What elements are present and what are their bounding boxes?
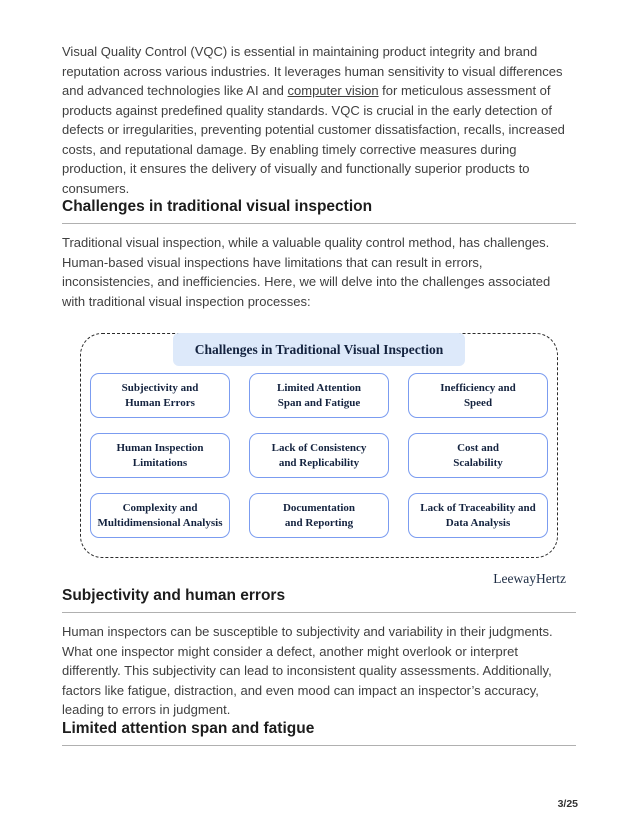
heading-subjectivity: Subjectivity and human errors	[62, 587, 576, 613]
diagram-box: Subjectivity and Human Errors	[90, 373, 230, 418]
diagram-box-label: Complexity and	[122, 502, 198, 514]
diagram-box-label: and Replicability	[278, 456, 360, 469]
page-indicator: 3/25	[557, 798, 578, 810]
intro-text-before-link: Visual Quality Control (VQC) is essentia…	[62, 44, 563, 98]
diagram-box-label: Limited Attention	[276, 382, 362, 394]
computer-vision-link[interactable]: computer vision	[287, 83, 379, 98]
diagram-box: Human Inspection Limitations	[90, 433, 230, 478]
intro-text-after-link: for meticulous assessment of products ag…	[62, 83, 565, 196]
diagram-box-label: Lack of Consistency	[271, 442, 367, 454]
challenges-paragraph: Traditional visual inspection, while a v…	[62, 235, 551, 309]
diagram-box-label: Scalability	[453, 456, 503, 469]
diagram-box-label: Lack of Traceability and	[420, 502, 536, 514]
diagram-box-label: Subjectivity and	[121, 382, 199, 394]
diagram-grid: Subjectivity and Human Errors Limited At…	[90, 373, 548, 538]
diagram-box: Complexity and Multidimensional Analysis	[90, 493, 230, 538]
diagram-attribution: LeewayHertz	[493, 571, 566, 586]
page-content: Visual Quality Control (VQC) is essentia…	[62, 42, 576, 746]
diagram-box: Lack of Consistency and Replicability	[249, 433, 389, 478]
challenges-diagram: Challenges in Traditional Visual Inspect…	[62, 333, 576, 587]
diagram-box-label: Documentation	[282, 502, 356, 514]
diagram-box-label: Human Inspection	[116, 442, 204, 454]
diagram-box-label: Inefficiency and	[440, 382, 516, 394]
diagram-box-label: Cost and	[457, 442, 499, 454]
diagram-title: Challenges in Traditional Visual Inspect…	[173, 333, 465, 366]
diagram-box-label: Span and Fatigue	[277, 396, 361, 409]
diagram-box-label: Data Analysis	[445, 516, 511, 529]
diagram-box: Documentation and Reporting	[249, 493, 389, 538]
diagram-box: Limited Attention Span and Fatigue	[249, 373, 389, 418]
intro-paragraph: Visual Quality Control (VQC) is essentia…	[62, 42, 576, 198]
diagram-box-label: Speed	[463, 396, 493, 409]
heading-challenges: Challenges in traditional visual inspect…	[62, 198, 576, 224]
diagram-box-label: Limitations	[132, 456, 188, 469]
diagram-box-label: Human Errors	[125, 396, 195, 409]
diagram-box-label: Multidimensional Analysis	[97, 516, 223, 529]
diagram-box: Cost and Scalability	[408, 433, 548, 478]
diagram-box: Lack of Traceability and Data Analysis	[408, 493, 548, 538]
subjectivity-paragraph: Human inspectors can be susceptible to s…	[62, 624, 553, 717]
diagram-dashed-container: Subjectivity and Human Errors Limited At…	[80, 333, 558, 558]
heading-attention: Limited attention span and fatigue	[62, 720, 576, 746]
diagram-box-label: and Reporting	[284, 516, 354, 529]
diagram-box: Inefficiency and Speed	[408, 373, 548, 418]
